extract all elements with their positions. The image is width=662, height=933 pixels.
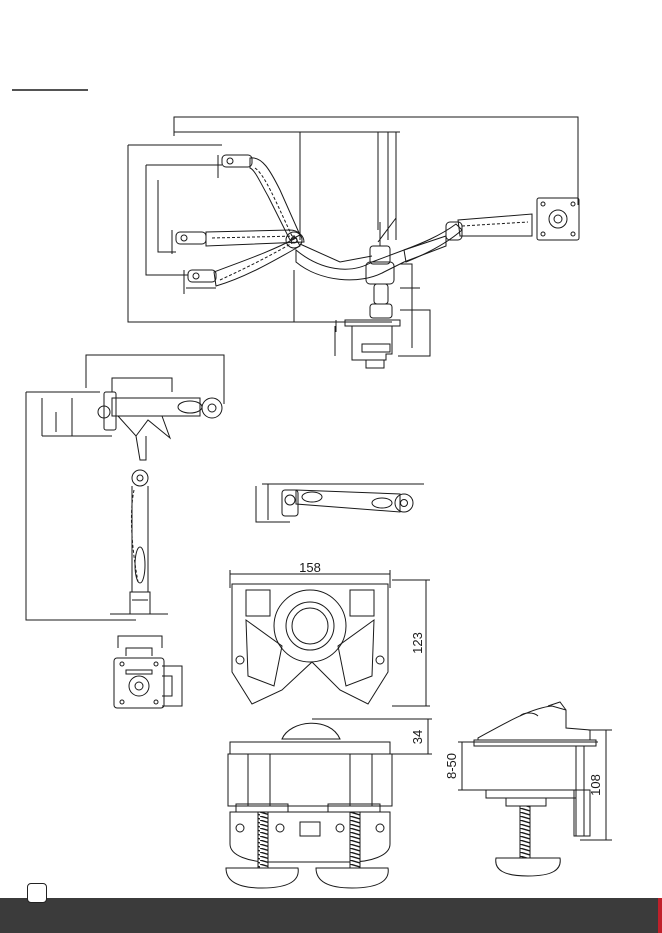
base-width-label: 158 <box>299 560 321 575</box>
front-view-dual-arm <box>128 117 579 368</box>
base-top-view <box>230 570 430 706</box>
arm-top-view <box>256 484 424 522</box>
vesa-plate-front <box>537 198 579 240</box>
page-number-box-icon <box>27 883 47 903</box>
footer-accent-edge <box>658 898 662 933</box>
front-view-clamp <box>352 326 392 360</box>
footer-bar <box>0 898 662 933</box>
clamp-front-view <box>226 719 432 888</box>
vesa-plate-detail <box>114 636 182 708</box>
left-height-dimension-outer <box>128 145 392 322</box>
overall-width-dimension <box>174 117 578 205</box>
clamp-range-label: 8-50 <box>444 753 459 779</box>
side-view-single-arm <box>26 355 224 620</box>
clamp-height-label: 34 <box>410 730 425 744</box>
base-depth-label: 123 <box>410 632 425 654</box>
clamp-side-height-label: 108 <box>588 774 603 796</box>
